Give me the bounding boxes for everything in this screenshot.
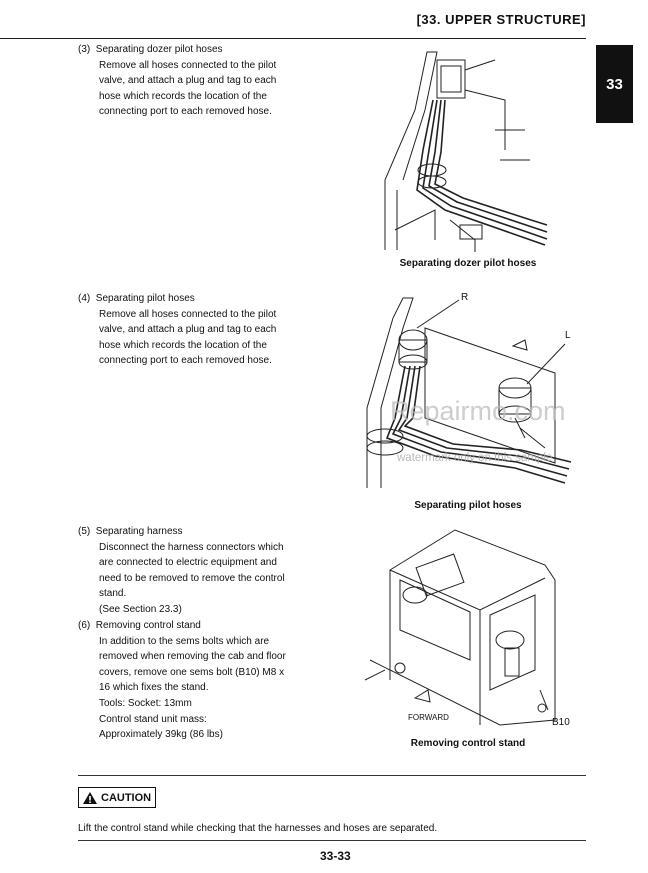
- page-number: 33-33: [320, 849, 351, 863]
- figure-caption: Separating dozer pilot hoses: [399, 258, 537, 269]
- chapter-tab: 33: [596, 45, 633, 123]
- label-b10: B10: [552, 717, 570, 728]
- watermark-subtext: watermark only on this sample: [397, 452, 553, 464]
- caution-label: CAUTION: [101, 791, 152, 804]
- step-line: Control stand unit mass:: [99, 713, 207, 725]
- caution-badge: CAUTION: [78, 787, 157, 808]
- step-4: (4) Separating pilot hoses Remove all ho…: [78, 291, 328, 369]
- step-line: Approximately 39kg (86 lbs): [99, 729, 223, 741]
- step-number: (5): [78, 526, 91, 537]
- step-3: (3) Separating dozer pilot hoses Remove …: [78, 42, 328, 120]
- step-line: removed when removing the cab and floor: [99, 651, 286, 663]
- header-divider: [0, 38, 586, 39]
- caution-text: Lift the control stand while checking th…: [78, 823, 438, 834]
- figure-dozer-pilot-hoses: [375, 40, 550, 255]
- step-title: Separating harness: [95, 526, 183, 537]
- step-line: Remove all hoses connected to the pilot: [99, 59, 277, 71]
- warning-icon: [83, 791, 97, 804]
- step-line: hose which records the location of the: [99, 90, 267, 102]
- step-number: (4): [78, 293, 91, 304]
- figure-pilot-hoses: R L: [355, 288, 575, 498]
- step-line: hose which records the location of the: [99, 339, 267, 351]
- step-title: Separating dozer pilot hoses: [95, 44, 223, 55]
- step-line: valve, and attach a plug and tag to each: [99, 75, 277, 87]
- step-line: stand.: [99, 588, 127, 600]
- watermark-text: Repairmo.com: [390, 396, 566, 426]
- step-5: (5) Separating harness Disconnect the ha…: [78, 524, 328, 618]
- section-title: [33. UPPER STRUCTURE]: [416, 12, 586, 27]
- step-line: connecting port to each removed hose.: [99, 355, 272, 367]
- step-line: Remove all hoses connected to the pilot: [99, 308, 277, 320]
- step-line: covers, remove one sems bolt (B10) M8 x: [99, 666, 285, 678]
- figure-caption: Removing control stand: [410, 738, 526, 749]
- step-line: are connected to electric equipment and: [99, 557, 277, 569]
- step-line: connecting port to each removed hose.: [99, 106, 272, 118]
- label-l: L: [565, 330, 571, 341]
- step-number: (6): [78, 620, 91, 631]
- step-line: In addition to the sems bolts which are: [99, 635, 270, 647]
- step-number: (3): [78, 44, 91, 55]
- step-title: Separating pilot hoses: [95, 293, 195, 304]
- step-line: Tools: Socket: 13mm: [99, 697, 192, 709]
- figure-caption: Separating pilot hoses: [414, 500, 522, 511]
- section-divider: [78, 775, 586, 776]
- step-title: Removing control stand: [95, 620, 201, 631]
- step-6: (6) Removing control stand In addition t…: [78, 618, 328, 743]
- footer-divider: [78, 840, 586, 841]
- step-line: valve, and attach a plug and tag to each: [99, 324, 277, 336]
- label-forward: FORWARD: [408, 713, 449, 722]
- step-line: Disconnect the harness connectors which: [99, 541, 284, 553]
- step-line: 16 which fixes the stand.: [99, 682, 209, 694]
- figure-control-stand: FORWARD B10: [360, 520, 575, 732]
- step-line: (See Section 23.3): [99, 603, 182, 615]
- step-line: need to be removed to remove the control: [99, 572, 285, 584]
- label-r: R: [461, 292, 468, 303]
